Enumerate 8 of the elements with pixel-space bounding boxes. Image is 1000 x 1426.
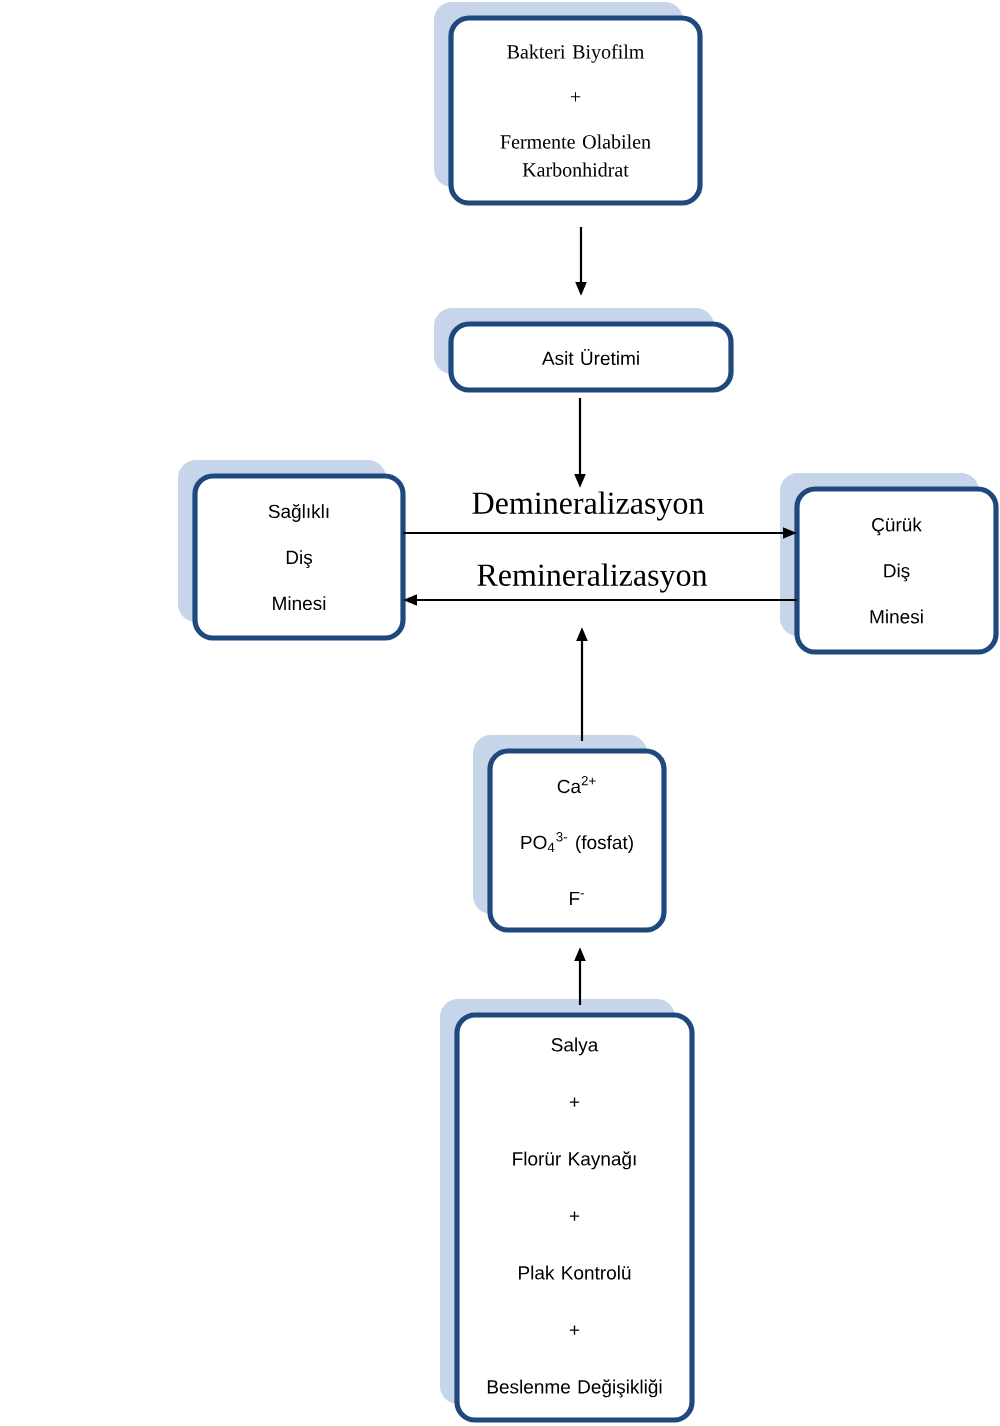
process-box: Asit Üretimi [434,308,734,393]
process-box: Bakteri Biyofilm + Fermente Olabilen Karbonhidrat [434,2,703,206]
process-box: Sağlıklı Diş Minesi [178,460,406,641]
process-box: Salya + Florür Kaynağı + Plak Kontrolü + Beslenme Değişikliği [440,999,695,1423]
process-box: Çürük Diş Minesi [780,473,999,655]
edge-label: Demineralizasyon [469,489,707,523]
edge-label: Remineralizasyon [474,561,710,595]
process-box: Ca$^{2+}$ PO$_{4}$$^{3-}$ (fosfat) F$^{-}$ [473,735,667,933]
